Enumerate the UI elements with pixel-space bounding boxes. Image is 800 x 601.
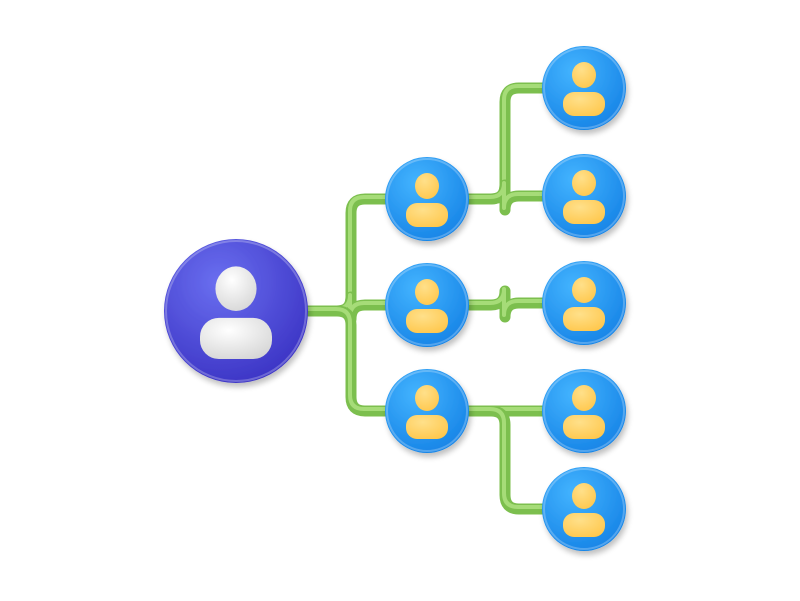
node-manager-top — [385, 157, 469, 241]
node-manager-bottom — [385, 369, 469, 453]
node-rim — [543, 47, 625, 129]
node-member-5 — [542, 467, 626, 551]
node-rim — [165, 240, 307, 382]
node-member-4 — [542, 369, 626, 453]
node-rim — [386, 158, 468, 240]
node-group — [164, 46, 626, 551]
node-rim — [386, 264, 468, 346]
person-icon — [563, 483, 605, 537]
person-icon — [406, 173, 448, 227]
connector-highlight — [233, 307, 428, 411]
person-icon — [406, 279, 448, 333]
node-member-1 — [542, 46, 626, 130]
connector-highlight — [424, 407, 585, 509]
person-icon — [563, 170, 605, 224]
node-member-3 — [542, 261, 626, 345]
node-rim — [543, 262, 625, 344]
node-rim — [543, 468, 625, 550]
node-rim — [543, 370, 625, 452]
node-member-2 — [542, 154, 626, 238]
root-node — [164, 239, 308, 383]
person-icon — [563, 385, 605, 439]
connector-highlight — [424, 181, 585, 210]
node-manager-middle — [385, 263, 469, 347]
person-icon — [563, 62, 605, 116]
person-icon — [200, 266, 272, 359]
person-icon — [563, 277, 605, 331]
node-rim — [386, 370, 468, 452]
person-icon — [406, 385, 448, 439]
connector-highlight — [424, 287, 585, 317]
node-rim — [543, 155, 625, 237]
